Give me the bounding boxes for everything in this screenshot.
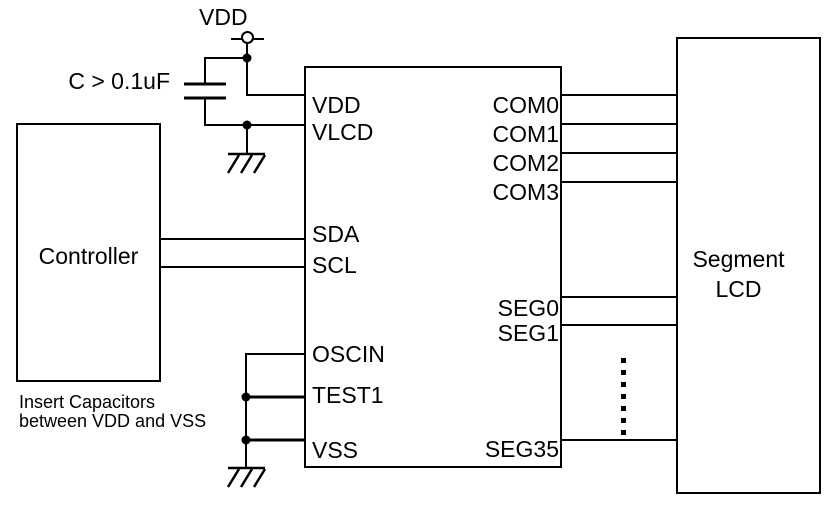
controller-label: Controller [38, 243, 139, 269]
pin-label-com2: COM2 [492, 150, 559, 176]
pin-label-seg1: SEG1 [497, 320, 559, 346]
i2c-wires [159, 238, 306, 268]
pin-label-oscin: OSCIN [312, 341, 385, 367]
pin-label-test1: TEST1 [312, 382, 384, 408]
pin-label-vdd: VDD [312, 92, 361, 118]
vdd-net-wires [204, 57, 306, 155]
tie-down-wires [245, 353, 306, 469]
pin-label-vlcd: VLCD [312, 119, 374, 145]
com-wires [560, 94, 678, 183]
seg-wires [560, 296, 678, 441]
segment-lcd-label: Segment LCD [692, 246, 785, 302]
pin-label-com0: COM0 [492, 92, 559, 118]
pin-label-com3: COM3 [492, 179, 559, 205]
pin-label-vss: VSS [312, 437, 359, 463]
driver-ic-box [304, 66, 562, 468]
capacitor-value-label: C > 0.1uF [68, 68, 170, 94]
junction-dots [241, 53, 252, 445]
pin-label-scl: SCL [312, 252, 357, 278]
capacitor-symbol [184, 82, 226, 100]
pin-label-sda: SDA [312, 221, 360, 247]
ground-symbol-top [226, 152, 267, 174]
vdd-terminal-symbol [231, 31, 264, 59]
ellipsis-dots-bus [621, 358, 626, 435]
controller-box [16, 123, 161, 382]
segment-lcd-box [676, 37, 821, 494]
ground-symbol-bottom [226, 466, 267, 488]
pin-label-seg0: SEG0 [497, 295, 559, 321]
pin-label-seg35: SEG35 [484, 436, 559, 462]
vdd-supply-label: VDD [199, 4, 248, 30]
pin-label-com1: COM1 [492, 121, 559, 147]
capacitor-note: Insert Capacitors between VDD and VSS [19, 392, 207, 431]
